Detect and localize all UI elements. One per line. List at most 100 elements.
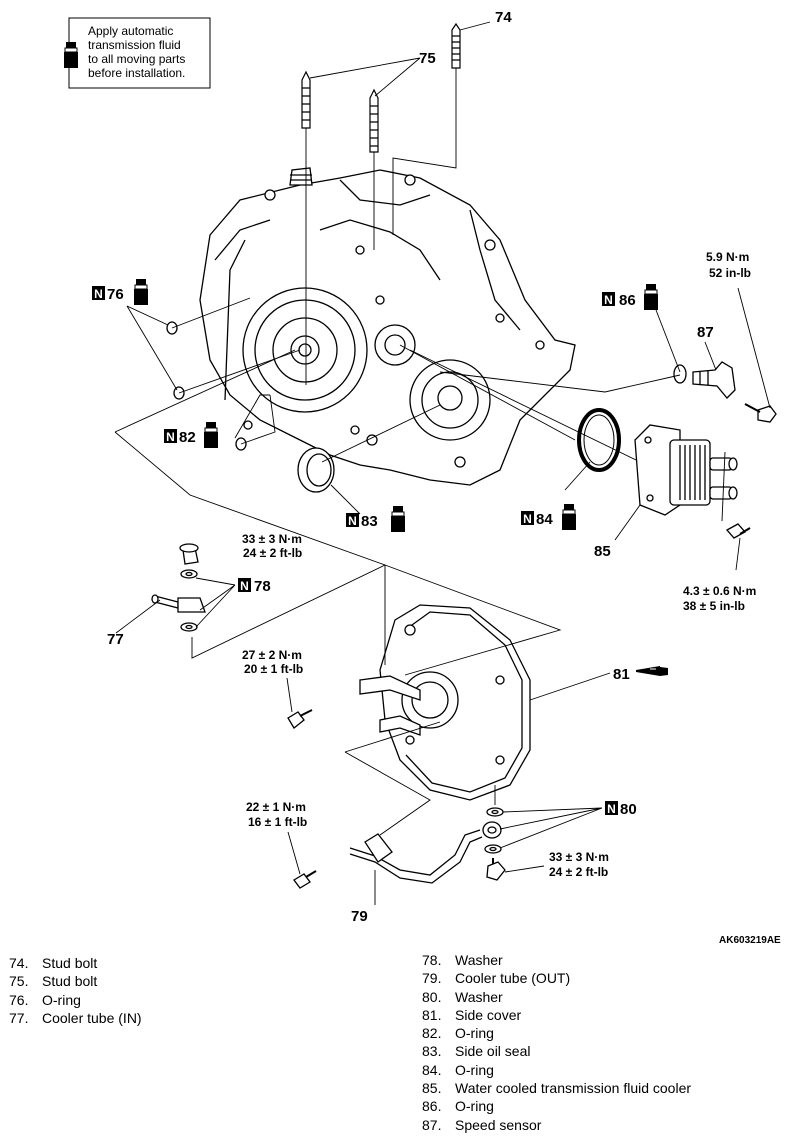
speed-sensor: [673, 361, 777, 423]
part-name: Side cover: [455, 1006, 522, 1023]
callout-80: 80: [620, 801, 637, 818]
torque-81-metric: 27 ± 2 N·m: [242, 648, 302, 662]
note-line: before installation.: [88, 66, 185, 80]
new-part-mark: N: [523, 512, 532, 526]
part-number: 87.: [422, 1116, 442, 1133]
part-name: Speed sensor: [455, 1116, 542, 1133]
list-item: 83. Side oil seal: [422, 1042, 691, 1060]
list-item: 86. O-ring: [422, 1097, 691, 1115]
parts-list-right: 78. Washer 79. Cooler tube (OUT) 80. Washer…: [422, 951, 691, 1134]
torque-specs: 5.9 N·m 52 in-lb 33 ± 3 N·m 24 ± 2 ft-lb…: [242, 250, 756, 879]
part-number: 78.: [422, 952, 442, 968]
part-number: 81.: [422, 1006, 442, 1023]
part-number: 76.: [9, 991, 29, 1008]
new-part-mark: N: [240, 579, 249, 593]
part-name: Cooler tube (IN): [42, 1009, 142, 1026]
part-name: Washer: [455, 952, 503, 968]
sealant-tube-icon: [636, 666, 668, 676]
list-item: 87. Speed sensor: [422, 1116, 691, 1134]
callout-76: 76: [107, 286, 124, 303]
transmission-case: [199, 167, 576, 486]
part-number: 85.: [422, 1080, 442, 1097]
callout-75: 75: [419, 50, 436, 67]
cooler-tube-in: [151, 543, 206, 632]
callout-84: 84: [536, 511, 553, 528]
new-part-mark: N: [94, 287, 103, 301]
part-number: 75.: [9, 973, 29, 990]
figure-code: AK603219AE: [719, 935, 781, 945]
part-number: 79.: [422, 970, 442, 987]
o-ring-84: [577, 408, 621, 472]
oil-cooler: [634, 424, 751, 539]
callout-85: 85: [594, 543, 611, 560]
part-number: 83.: [422, 1043, 442, 1060]
torque-80-imperial: 24 ± 2 ft-lb: [549, 865, 608, 879]
torque-81-imperial: 20 ± 1 ft-lb: [244, 662, 303, 676]
callout-81: 81: [613, 666, 630, 683]
torque-80-metric: 33 ± 3 N·m: [549, 850, 609, 864]
note-line: Apply automatic: [88, 24, 173, 38]
torque-77-imperial: 24 ± 2 ft-lb: [243, 546, 302, 560]
note-box: Apply automatic transmission fluid to al…: [63, 17, 211, 89]
list-item: 79. Cooler tube (OUT): [422, 969, 691, 987]
callout-86: 86: [619, 292, 636, 309]
callout-79: 79: [351, 908, 368, 925]
list-item: 85.Water cooled transmission fluid coole…: [422, 1079, 691, 1097]
fluid-bottle-icon: [63, 41, 79, 69]
callouts: 74 75 76 86 87 82 83 84 85 78 77 81 80 7…: [107, 9, 714, 925]
part-name: Stud bolt: [42, 955, 98, 971]
fluid-bottle-icon: [203, 421, 219, 449]
torque-87-metric: 5.9 N·m: [706, 250, 749, 264]
side-oil-seal: [297, 447, 335, 493]
part-number: 80.: [422, 988, 442, 1005]
torque-77-metric: 33 ± 3 N·m: [242, 532, 302, 546]
torque-85-metric: 4.3 ± 0.6 N·m: [683, 584, 756, 598]
torque-85-imperial: 38 ± 5 in-lb: [683, 599, 745, 613]
cooler-tube-out: [293, 807, 506, 889]
part-name: Stud bolt: [42, 973, 98, 990]
torque-87-imperial: 52 in-lb: [709, 266, 751, 280]
part-number: 82.: [422, 1025, 442, 1042]
list-item: 81. Side cover: [422, 1006, 691, 1024]
callout-82: 82: [179, 429, 196, 446]
part-name: O-ring: [455, 1025, 494, 1042]
note-line: transmission fluid: [88, 38, 181, 52]
list-item: 80. Washer: [422, 988, 691, 1006]
part-number: 77.: [9, 1009, 29, 1026]
note-line: to all moving parts: [88, 52, 185, 66]
fluid-bottle-icon: [643, 283, 659, 311]
part-number: 86.: [422, 1098, 442, 1115]
part-name: O-ring: [455, 1098, 494, 1115]
exploded-view-diagram: Apply automatic transmission fluid to al…: [63, 9, 781, 945]
callout-77: 77: [107, 631, 124, 648]
new-part-mark: N: [166, 430, 175, 444]
part-name: Side oil seal: [455, 1043, 531, 1060]
fluid-bottle-icon: [390, 505, 406, 533]
callout-83: 83: [361, 513, 378, 530]
side-cover: [287, 604, 531, 801]
torque-79-metric: 22 ± 1 N·m: [246, 800, 306, 814]
fluid-bottle-icon: [133, 278, 149, 306]
new-part-mark: N: [604, 293, 613, 307]
new-part-mark: N: [607, 802, 616, 816]
list-item: 74. Stud bolt: [9, 954, 142, 972]
part-name: Washer: [455, 988, 503, 1005]
list-item: 78. Washer: [422, 951, 691, 969]
part-name: O-ring: [455, 1061, 494, 1078]
callout-74: 74: [495, 9, 512, 26]
new-part-mark: N: [348, 514, 357, 528]
list-item: 77. Cooler tube (IN): [9, 1009, 142, 1027]
list-item: 84. O-ring: [422, 1061, 691, 1079]
parts-list-left: 74. Stud bolt 75. Stud bolt 76. O-ring 77. C…: [9, 954, 142, 1027]
list-item: 82. O-ring: [422, 1024, 691, 1042]
part-number: 74.: [9, 955, 29, 971]
callout-87: 87: [697, 324, 714, 341]
list-item: 75. Stud bolt: [9, 972, 142, 990]
torque-79-imperial: 16 ± 1 ft-lb: [248, 815, 307, 829]
part-name: Cooler tube (OUT): [455, 970, 571, 987]
fluid-bottle-icon: [561, 503, 577, 531]
list-item: 76. O-ring: [9, 991, 142, 1009]
callout-78: 78: [254, 578, 271, 595]
part-name: O-ring: [42, 991, 81, 1008]
part-number: 84.: [422, 1061, 442, 1078]
